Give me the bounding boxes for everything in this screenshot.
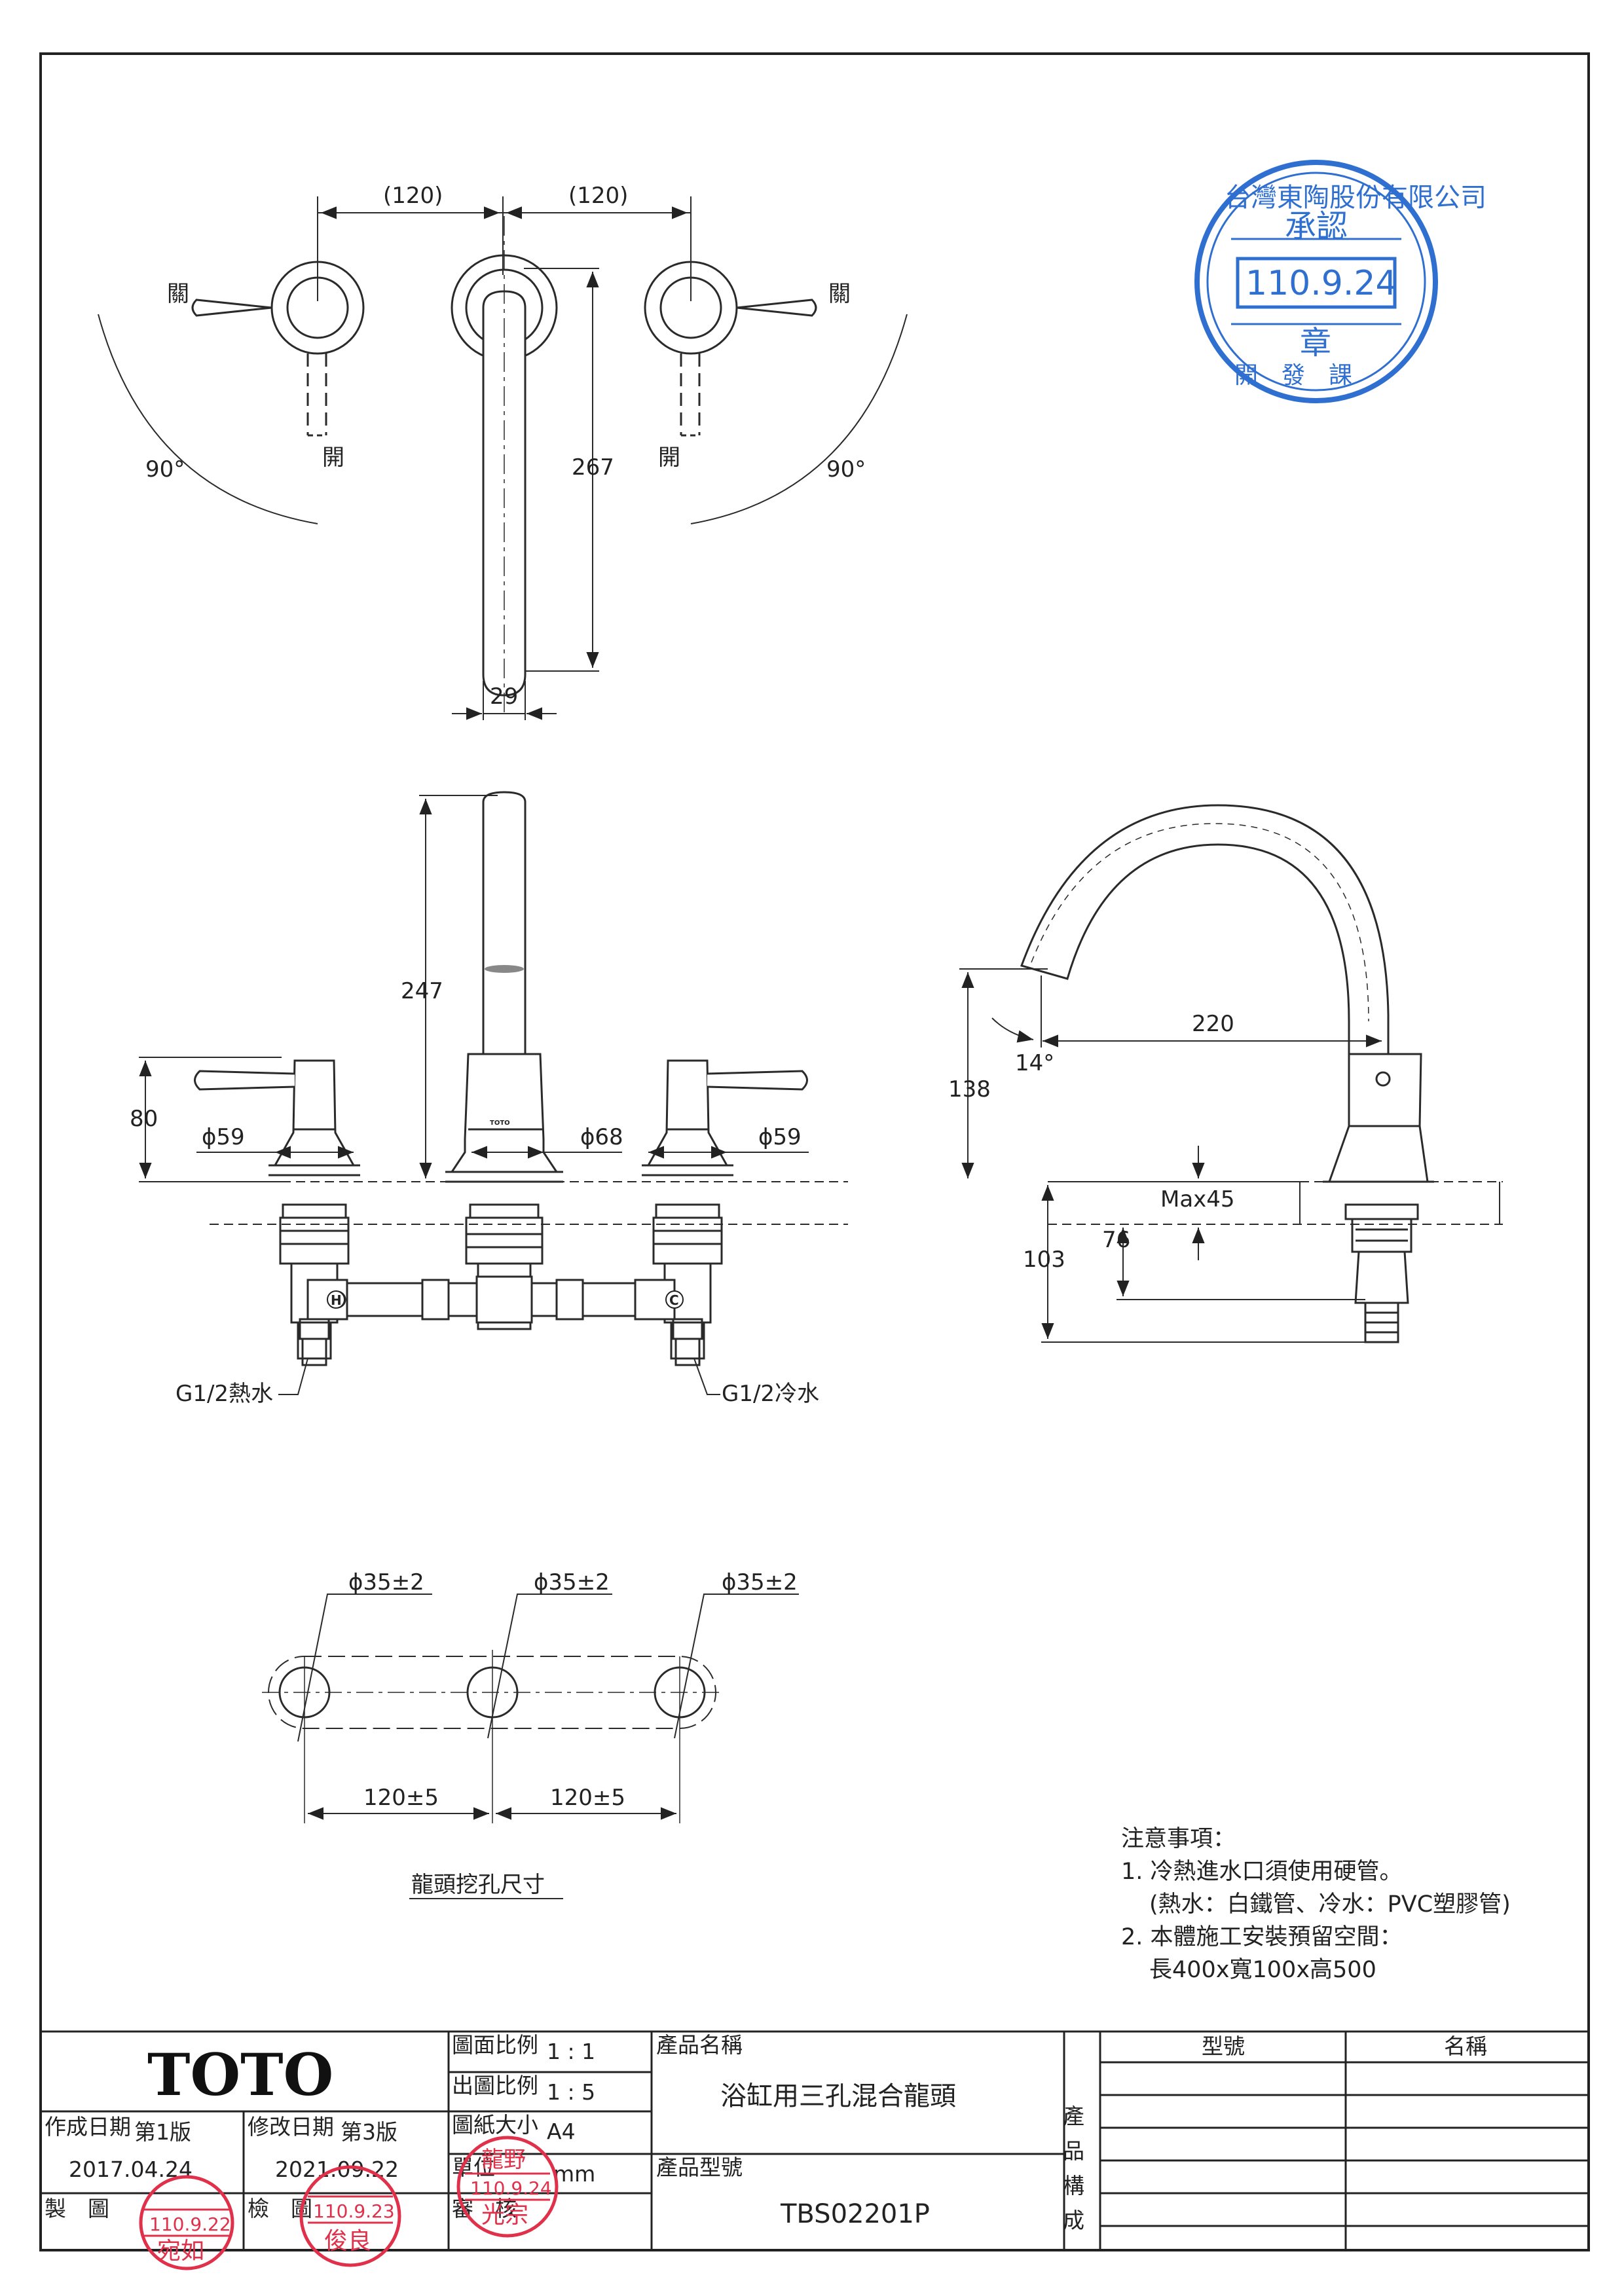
dim-dia-center: ϕ68 [580,1124,623,1150]
seal-reviewed-name: 光宗 [481,2202,528,2229]
front-view [139,791,848,1395]
seal-drawn-name: 宛如 [157,2238,204,2265]
product-no-label: 產品型號 [656,2155,743,2180]
dim-max-deck: Max45 [1160,1186,1235,1212]
scale-value: 1 : 1 [547,2039,595,2064]
composition-label: 產品構成 [1060,2105,1085,2244]
dim-spout-height: 247 [401,978,443,1004]
toto-logo: TOTO [147,2041,333,2109]
drawn-label: 製 圖 [45,2196,109,2221]
col-name: 名稱 [1444,2033,1487,2059]
top-view [98,196,908,720]
hot-mark-circle [327,1290,345,1309]
col-model: 型號 [1202,2033,1245,2059]
product-no: TBS02201P [780,2199,930,2229]
dim-spout-length: 267 [572,454,614,481]
cold-mark: C [669,1292,679,1308]
dim-hole-3: ϕ35±2 [722,1569,798,1595]
dim-reach: 220 [1192,1011,1234,1037]
dim-hole-spacing-1: 120±5 [363,1785,439,1811]
unit-value: mm [553,2161,595,2187]
created-edition: 第1版 [134,2119,191,2145]
dim-handle-height: 80 [130,1106,158,1132]
created-label: 作成日期 [45,2114,131,2140]
dim-outlet-height: 138 [948,1076,991,1102]
scale-label: 圖面比例 [452,2032,538,2058]
label-angle-left: 90° [145,456,185,483]
approval-stamp: 台灣東陶股份有限公司 承認 110.9.24 章 開 發 課 [1194,160,1486,403]
dim-depth-76: 76 [1102,1227,1130,1253]
dim-dia-right: ϕ59 [758,1124,802,1150]
dim-hole-2: ϕ35±2 [534,1569,610,1595]
dim-spout-width: 29 [490,683,518,710]
paper-label: 圖紙大小 [452,2112,538,2138]
hole-cutout-view [262,1594,799,1899]
title-block [39,2030,1590,2251]
cold-mark-circle [665,1290,684,1309]
seal-reviewed-date: 110.9.24 [470,2178,552,2199]
seal-checked-name: 俊良 [324,2228,371,2255]
notes-line-4: 長400x寬100x高500 [1149,1957,1376,1983]
seal-checked-date: 110.9.23 [313,2200,395,2222]
product-name-label: 產品名稱 [656,2032,743,2058]
spout-brand-mark: TOTO [490,1120,510,1127]
revised-label: 修改日期 [248,2114,334,2140]
label-open-right: 開 [658,445,680,471]
dim-hole-1: ϕ35±2 [348,1569,424,1595]
notes-line-2: (熱水：白鐵管、冷水：PVC塑膠管) [1149,1891,1511,1918]
notes-line-3: 2. 本體施工安裝預留空間： [1121,1924,1403,1950]
side-view [959,804,1503,1343]
stamp-approve: 承認 [1285,208,1348,245]
notes-block: 注意事項： 1. 冷熱進水口須使用硬管。 (熱水：白鐵管、冷水：PVC塑膠管) … [1121,1826,1511,1983]
label-close-left: 關 [167,281,189,307]
stamp-date: 110.9.24 [1246,264,1397,303]
label-close-right: 關 [828,281,851,307]
stamp-company: 台灣東陶股份有限公司 [1225,183,1486,213]
stamp-seal: 章 [1300,325,1331,361]
hole-cutout-caption: 龍頭挖孔尺寸 [411,1872,545,1898]
hot-mark: H [331,1292,342,1308]
stamp-dept: 開 發 課 [1234,362,1352,389]
dim-depth-103: 103 [1023,1247,1065,1273]
notes-line-1: 1. 冷熱進水口須使用硬管。 [1121,1859,1403,1885]
out-scale-label: 出圖比例 [452,2073,538,2098]
dim-dia-left: ϕ59 [202,1124,245,1150]
label-cold-inlet: G1/2冷水 [722,1381,819,1407]
seal-checked: 110.9.23 俊良 [299,2165,401,2267]
label-angle-right: 90° [826,456,866,483]
seal-reviewed-surname: 龍野 [481,2147,526,2173]
product-name: 浴缸用三孔混合龍頭 [720,2081,956,2111]
seal-reviewed: 龍野 110.9.24 光宗 [456,2136,559,2238]
notes-title: 注意事項： [1121,1826,1236,1852]
dim-spacing-left: (120) [383,183,443,209]
out-scale-value: 1 : 5 [547,2079,595,2105]
dim-outlet-angle: 14° [1015,1050,1054,1076]
revised-edition: 第3版 [341,2119,397,2145]
seal-drawn-date: 110.9.22 [149,2214,231,2235]
dim-spacing-right: (120) [568,183,628,209]
label-open-left: 開 [322,445,344,471]
dim-hole-spacing-2: 120±5 [550,1785,625,1811]
seal-drawn: 110.9.22 宛如 [139,2175,234,2270]
label-hot-inlet: G1/2熱水 [175,1381,273,1407]
paper-value: A4 [547,2119,576,2144]
